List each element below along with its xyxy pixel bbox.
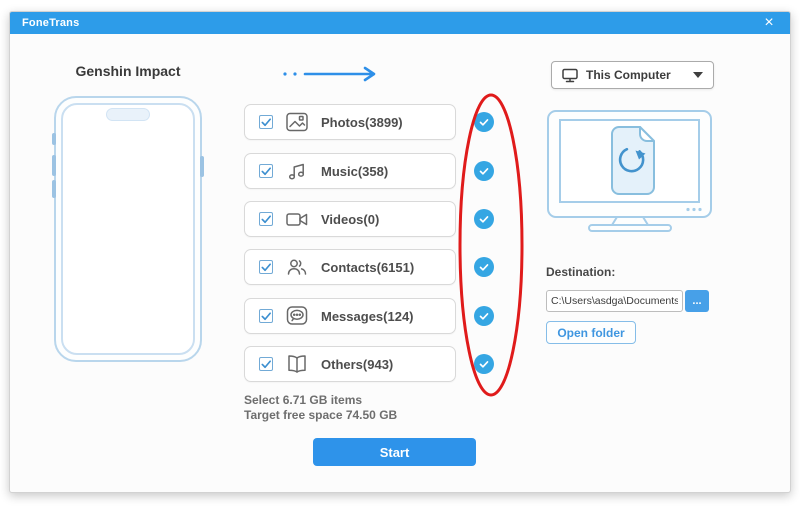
computer-illustration	[541, 106, 721, 236]
phone-power-button	[200, 156, 204, 177]
music-icon	[285, 159, 309, 183]
phone-illustration	[54, 96, 202, 362]
contacts-selected-check-icon	[474, 257, 494, 277]
destination-label: Destination:	[546, 265, 615, 279]
category-row-contacts[interactable]: Contacts(6151)	[244, 249, 456, 285]
category-label: Music(358)	[321, 164, 388, 179]
others-checkbox[interactable]	[259, 357, 273, 371]
phone-screen	[61, 103, 195, 355]
videos-selected-check-icon	[474, 209, 494, 229]
videos-checkbox[interactable]	[259, 212, 273, 226]
music-selected-check-icon	[474, 161, 494, 181]
category-label: Others(943)	[321, 357, 393, 372]
start-button[interactable]: Start	[313, 438, 476, 466]
category-label: Photos(3899)	[321, 115, 403, 130]
app-title: FoneTrans	[22, 17, 79, 29]
contacts-checkbox[interactable]	[259, 260, 273, 274]
browse-button[interactable]: ...	[685, 290, 709, 312]
category-label: Videos(0)	[321, 212, 379, 227]
refresh-file-icon	[612, 127, 654, 194]
photos-selected-check-icon	[474, 112, 494, 132]
category-row-others[interactable]: Others(943)	[244, 346, 456, 382]
close-icon[interactable]: ×	[758, 12, 780, 34]
device-name: Genshin Impact	[28, 63, 228, 79]
transfer-arrow-icon	[281, 64, 383, 84]
fonetrans-window: FoneTrans × Genshin Impact	[9, 11, 791, 493]
music-checkbox[interactable]	[259, 164, 273, 178]
messages-selected-check-icon	[474, 306, 494, 326]
phone-notch	[106, 108, 150, 121]
photos-icon	[285, 110, 309, 134]
target-computer-dropdown[interactable]: This Computer	[551, 61, 714, 89]
open-folder-button[interactable]: Open folder	[546, 321, 636, 344]
target-computer-label: This Computer	[586, 68, 685, 82]
messages-icon	[285, 304, 309, 328]
category-row-messages[interactable]: Messages(124)	[244, 298, 456, 334]
title-bar[interactable]: FoneTrans ×	[10, 12, 790, 34]
chevron-down-icon	[693, 72, 703, 78]
photos-checkbox[interactable]	[259, 115, 273, 129]
others-selected-check-icon	[474, 354, 494, 374]
others-icon	[285, 352, 309, 376]
videos-icon	[285, 207, 309, 231]
monitor-icon	[562, 68, 578, 83]
destination-path-input[interactable]	[546, 290, 683, 312]
annotation-ellipse	[455, 89, 527, 401]
category-label: Contacts(6151)	[321, 260, 414, 275]
category-row-music[interactable]: Music(358)	[244, 153, 456, 189]
selected-size-text: Select 6.71 GB items	[244, 393, 362, 407]
category-row-videos[interactable]: Videos(0)	[244, 201, 456, 237]
phone-volume-up-button	[52, 155, 56, 176]
target-free-space-text: Target free space 74.50 GB	[244, 408, 397, 422]
category-row-photos[interactable]: Photos(3899)	[244, 104, 456, 140]
phone-volume-down-button	[52, 180, 56, 198]
contacts-icon	[285, 255, 309, 279]
messages-checkbox[interactable]	[259, 309, 273, 323]
category-label: Messages(124)	[321, 309, 414, 324]
phone-mute-button	[52, 133, 56, 145]
